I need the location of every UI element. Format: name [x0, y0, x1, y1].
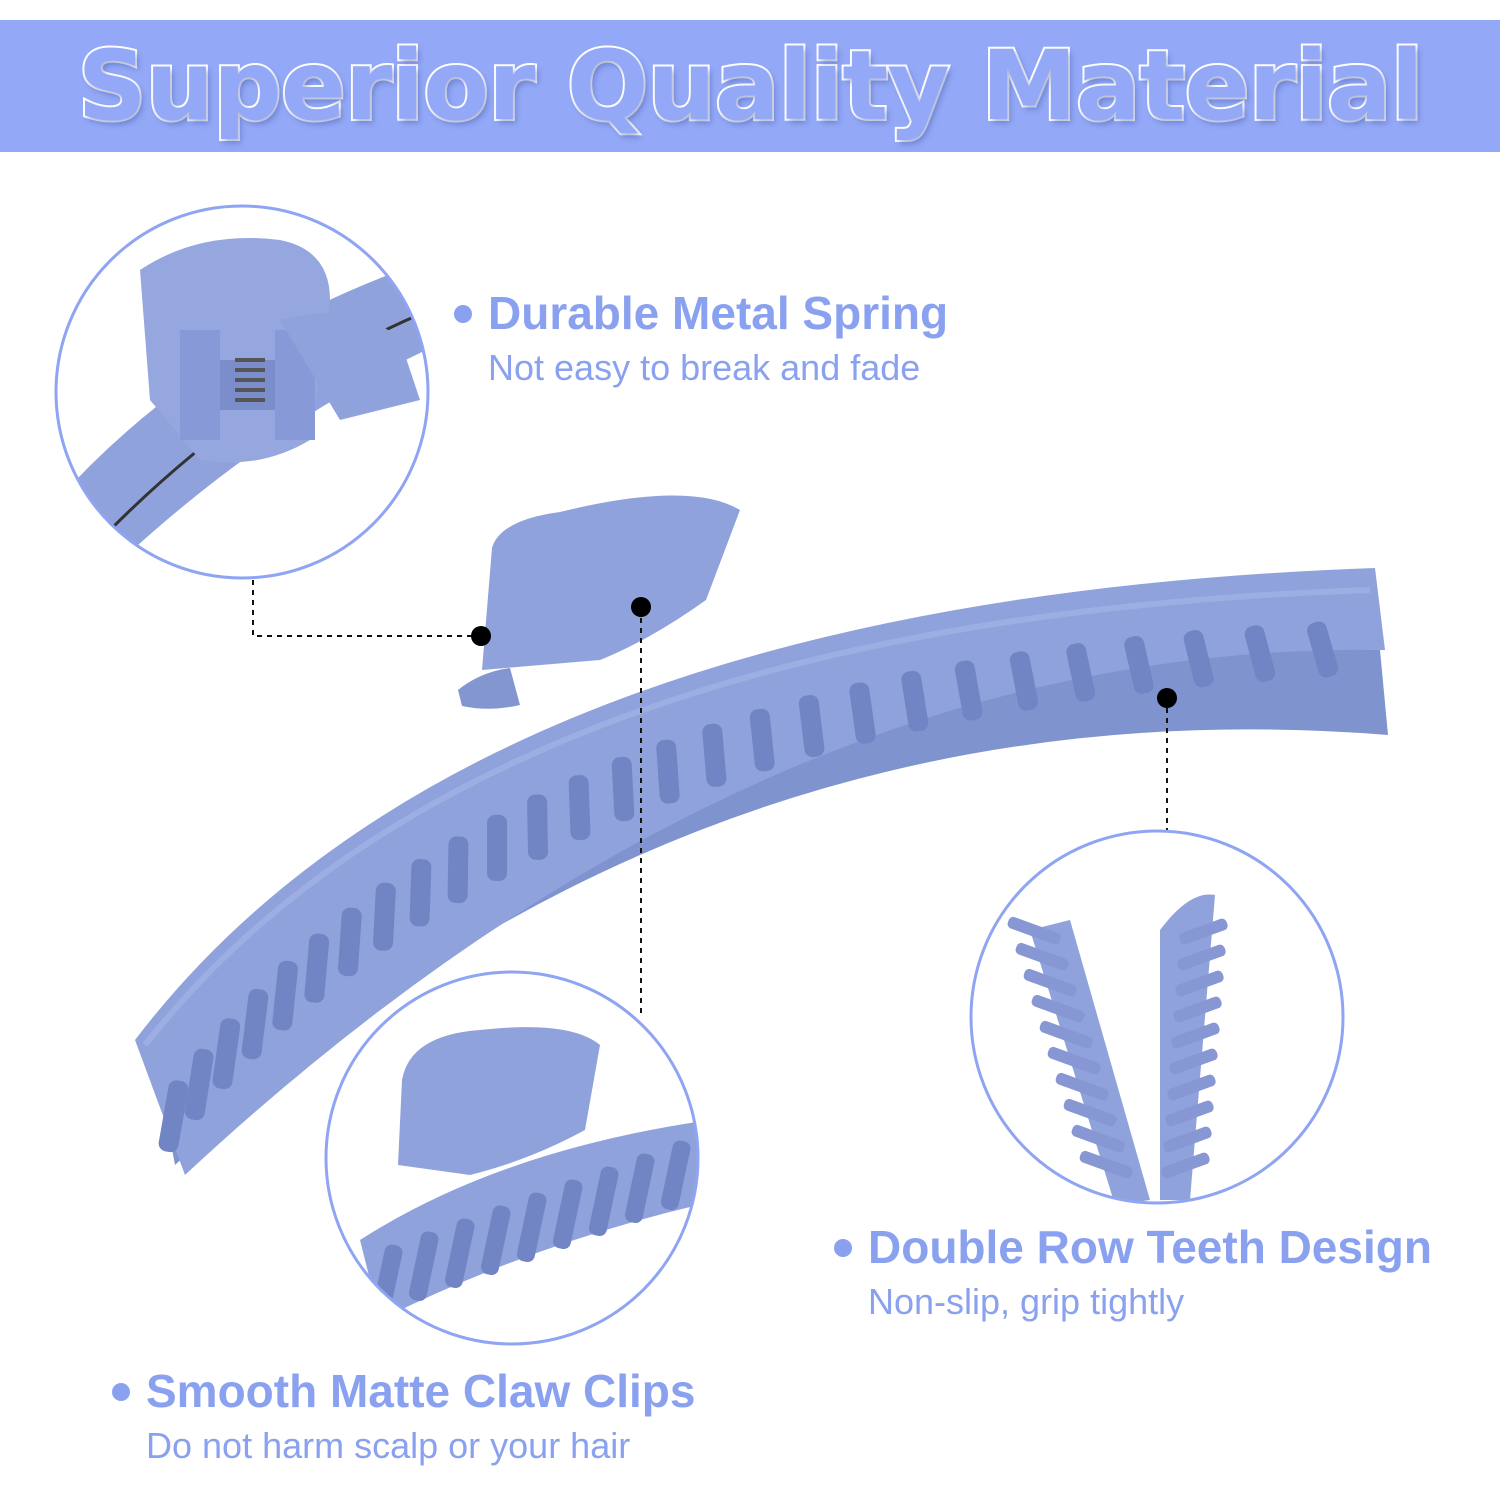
clip-tooth [1055, 1072, 1109, 1101]
main-claw-clip [135, 495, 1388, 1175]
clip-tooth [304, 933, 330, 1003]
clip-tooth [1015, 942, 1069, 971]
clip-teeth [158, 621, 1339, 1153]
clip-tooth [241, 988, 269, 1060]
clip-tooth [1183, 630, 1214, 688]
zoom-circle-spring [54, 204, 430, 580]
title-banner: Superior Quality Material [0, 20, 1500, 152]
clip-tooth [409, 859, 432, 927]
clip-tooth [1173, 996, 1222, 1023]
feature-subtitle: Do not harm scalp or your hair [146, 1425, 631, 1466]
callout-dot-spring [471, 626, 491, 646]
feature-title: Durable Metal Spring [488, 287, 949, 339]
clip-tooth [702, 723, 727, 787]
clip-tooth [527, 794, 548, 860]
clip-tooth [447, 836, 469, 904]
clip-tooth [1175, 970, 1224, 997]
clip-tooth [1169, 1048, 1218, 1075]
clip-tooth [1063, 1098, 1117, 1127]
clip-tooth [1039, 1020, 1093, 1049]
clip-tooth [1167, 1074, 1216, 1101]
callout-dot-matte [631, 597, 651, 617]
clip-tooth [272, 960, 298, 1031]
feature-title: Smooth Matte Claw Clips [146, 1365, 696, 1417]
clip-tooth [660, 1140, 691, 1211]
clip-tooth [444, 1218, 475, 1289]
clip-tooth [849, 682, 876, 744]
clip-tooth [487, 814, 508, 881]
feature-subtitle: Not easy to break and fade [488, 347, 921, 388]
clip-tooth [373, 882, 396, 951]
clip-tooth [1163, 1126, 1212, 1153]
zoom-circle-teeth [969, 829, 1345, 1205]
clip-tooth [901, 670, 929, 732]
clip-tooth [338, 907, 362, 977]
clip-tooth [568, 775, 591, 841]
clip-tooth [1124, 636, 1154, 695]
zoom-circle-matte [324, 970, 700, 1346]
clip-tooth [1071, 1124, 1125, 1153]
clip-tooth [1009, 651, 1039, 711]
clip-tooth [1047, 1046, 1101, 1075]
clip-tooth [480, 1205, 511, 1276]
clip-tooth [1179, 918, 1228, 945]
clip-tooth [1023, 968, 1077, 997]
callout-dot-teeth [1157, 688, 1177, 708]
clip-tooth [1031, 994, 1085, 1023]
clip-tooth [1165, 1100, 1214, 1127]
clip-tooth [1171, 1022, 1220, 1049]
clip-tooth [1007, 916, 1061, 945]
clip-handle [482, 495, 740, 670]
clip-tooth [588, 1166, 619, 1237]
clip-tooth [1307, 621, 1339, 678]
clip-tooth [798, 695, 825, 758]
bullet-icon [112, 1383, 130, 1401]
clip-tooth [184, 1048, 214, 1121]
clip-tooth [1177, 944, 1226, 971]
clip-tooth [1244, 625, 1276, 682]
feature-matte-claw: Smooth Matte Claw Clips Do not harm scal… [112, 1365, 696, 1466]
clip-tooth [212, 1018, 241, 1090]
clip-tooth [158, 1080, 189, 1153]
clip-tooth [516, 1192, 547, 1263]
clip-tooth [624, 1153, 655, 1224]
clip-tooth [1161, 1152, 1210, 1179]
clip-tooth [954, 660, 983, 721]
bullet-icon [834, 1239, 852, 1257]
clip-tooth [1079, 1150, 1133, 1179]
clip-hinge [458, 668, 520, 709]
clip-tooth [749, 708, 775, 772]
clip-tooth [656, 739, 680, 804]
clip-tooth [611, 756, 635, 822]
leader-lines [252, 580, 1168, 1014]
banner-title: Superior Quality Material [76, 30, 1426, 142]
clip-tooth [408, 1231, 439, 1302]
feature-metal-spring: Durable Metal Spring Not easy to break a… [454, 287, 949, 388]
feature-double-row-teeth: Double Row Teeth Design Non-slip, grip t… [834, 1221, 1432, 1322]
clip-tooth [1066, 643, 1096, 702]
bullet-icon [454, 305, 472, 323]
feature-subtitle: Non-slip, grip tightly [868, 1281, 1185, 1322]
clip-tooth [552, 1179, 583, 1250]
feature-title: Double Row Teeth Design [868, 1221, 1432, 1273]
